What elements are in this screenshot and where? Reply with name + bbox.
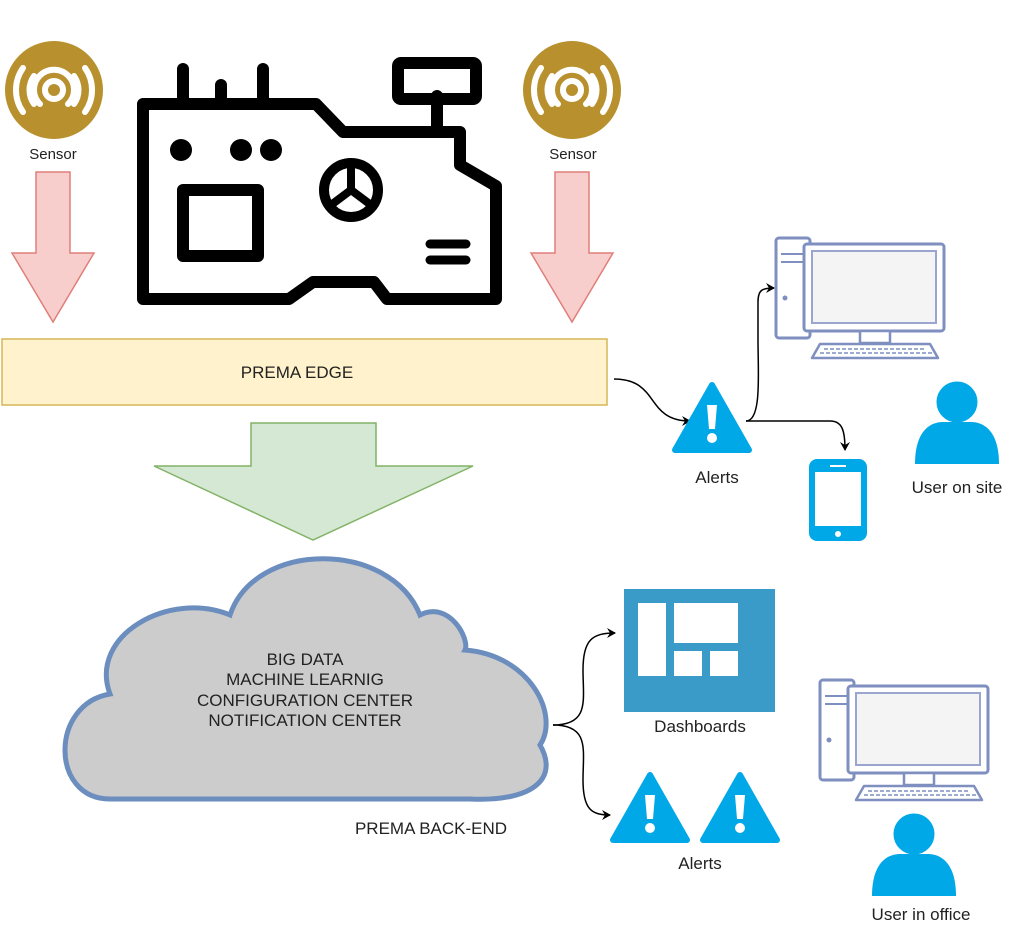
cloud-line-configuration-center: CONFIGURATION CENTER: [197, 690, 413, 710]
alert-icon-site: [675, 385, 749, 450]
sensor-icon-left: [5, 41, 103, 139]
sensor-arrow-left: [10, 171, 96, 324]
user-icon-office: [870, 810, 958, 898]
alerts-site-label: Alerts: [695, 468, 739, 487]
cloud-to-alerts-connector: [552, 724, 611, 820]
dashboards-icon: [624, 589, 775, 712]
sensor-label-right: Sensor: [549, 146, 597, 163]
cloud-line-notification-center: NOTIFICATION CENTER: [208, 711, 402, 731]
sensor-icon-right: [523, 41, 621, 139]
computer-icon-office: [818, 678, 990, 802]
cloud-to-dashboards-connector: [552, 628, 616, 726]
edge-to-alert-connector: [613, 378, 691, 426]
computer-icon-site: [774, 236, 946, 360]
edge-box: [1, 338, 608, 406]
alert-icon-office-1: [613, 775, 687, 840]
sensor-arrow-right: [529, 171, 615, 324]
alert-to-phone-connector: [746, 420, 850, 451]
phone-icon: [809, 459, 867, 541]
machine-icon-dots: [170, 139, 282, 161]
machine-icon: [137, 57, 502, 305]
cloud-line-big-data: BIG DATA: [266, 650, 344, 669]
alerts-office-label: Alerts: [678, 854, 722, 873]
cloud-caption: PREMA BACK-END: [354, 819, 508, 838]
alert-icon-office-2: [703, 775, 777, 840]
user-site-label: User on site: [911, 478, 1003, 497]
backend-cloud: [62, 556, 549, 802]
sensor-label-left: Sensor: [29, 146, 77, 163]
user-office-label: User in office: [871, 905, 971, 924]
cloud-text-block: BIG DATA MACHINE LEARNIG CONFIGURATION C…: [197, 650, 413, 732]
dashboards-label: Dashboards: [654, 717, 746, 736]
user-icon-site: [913, 378, 1001, 466]
edge-label: PREMA EDGE: [240, 363, 354, 382]
alert-to-computer-connector: [745, 283, 775, 422]
cloud-line-machine-learning: MACHINE LEARNIG: [226, 670, 384, 690]
edge-to-cloud-arrow: [153, 422, 474, 541]
